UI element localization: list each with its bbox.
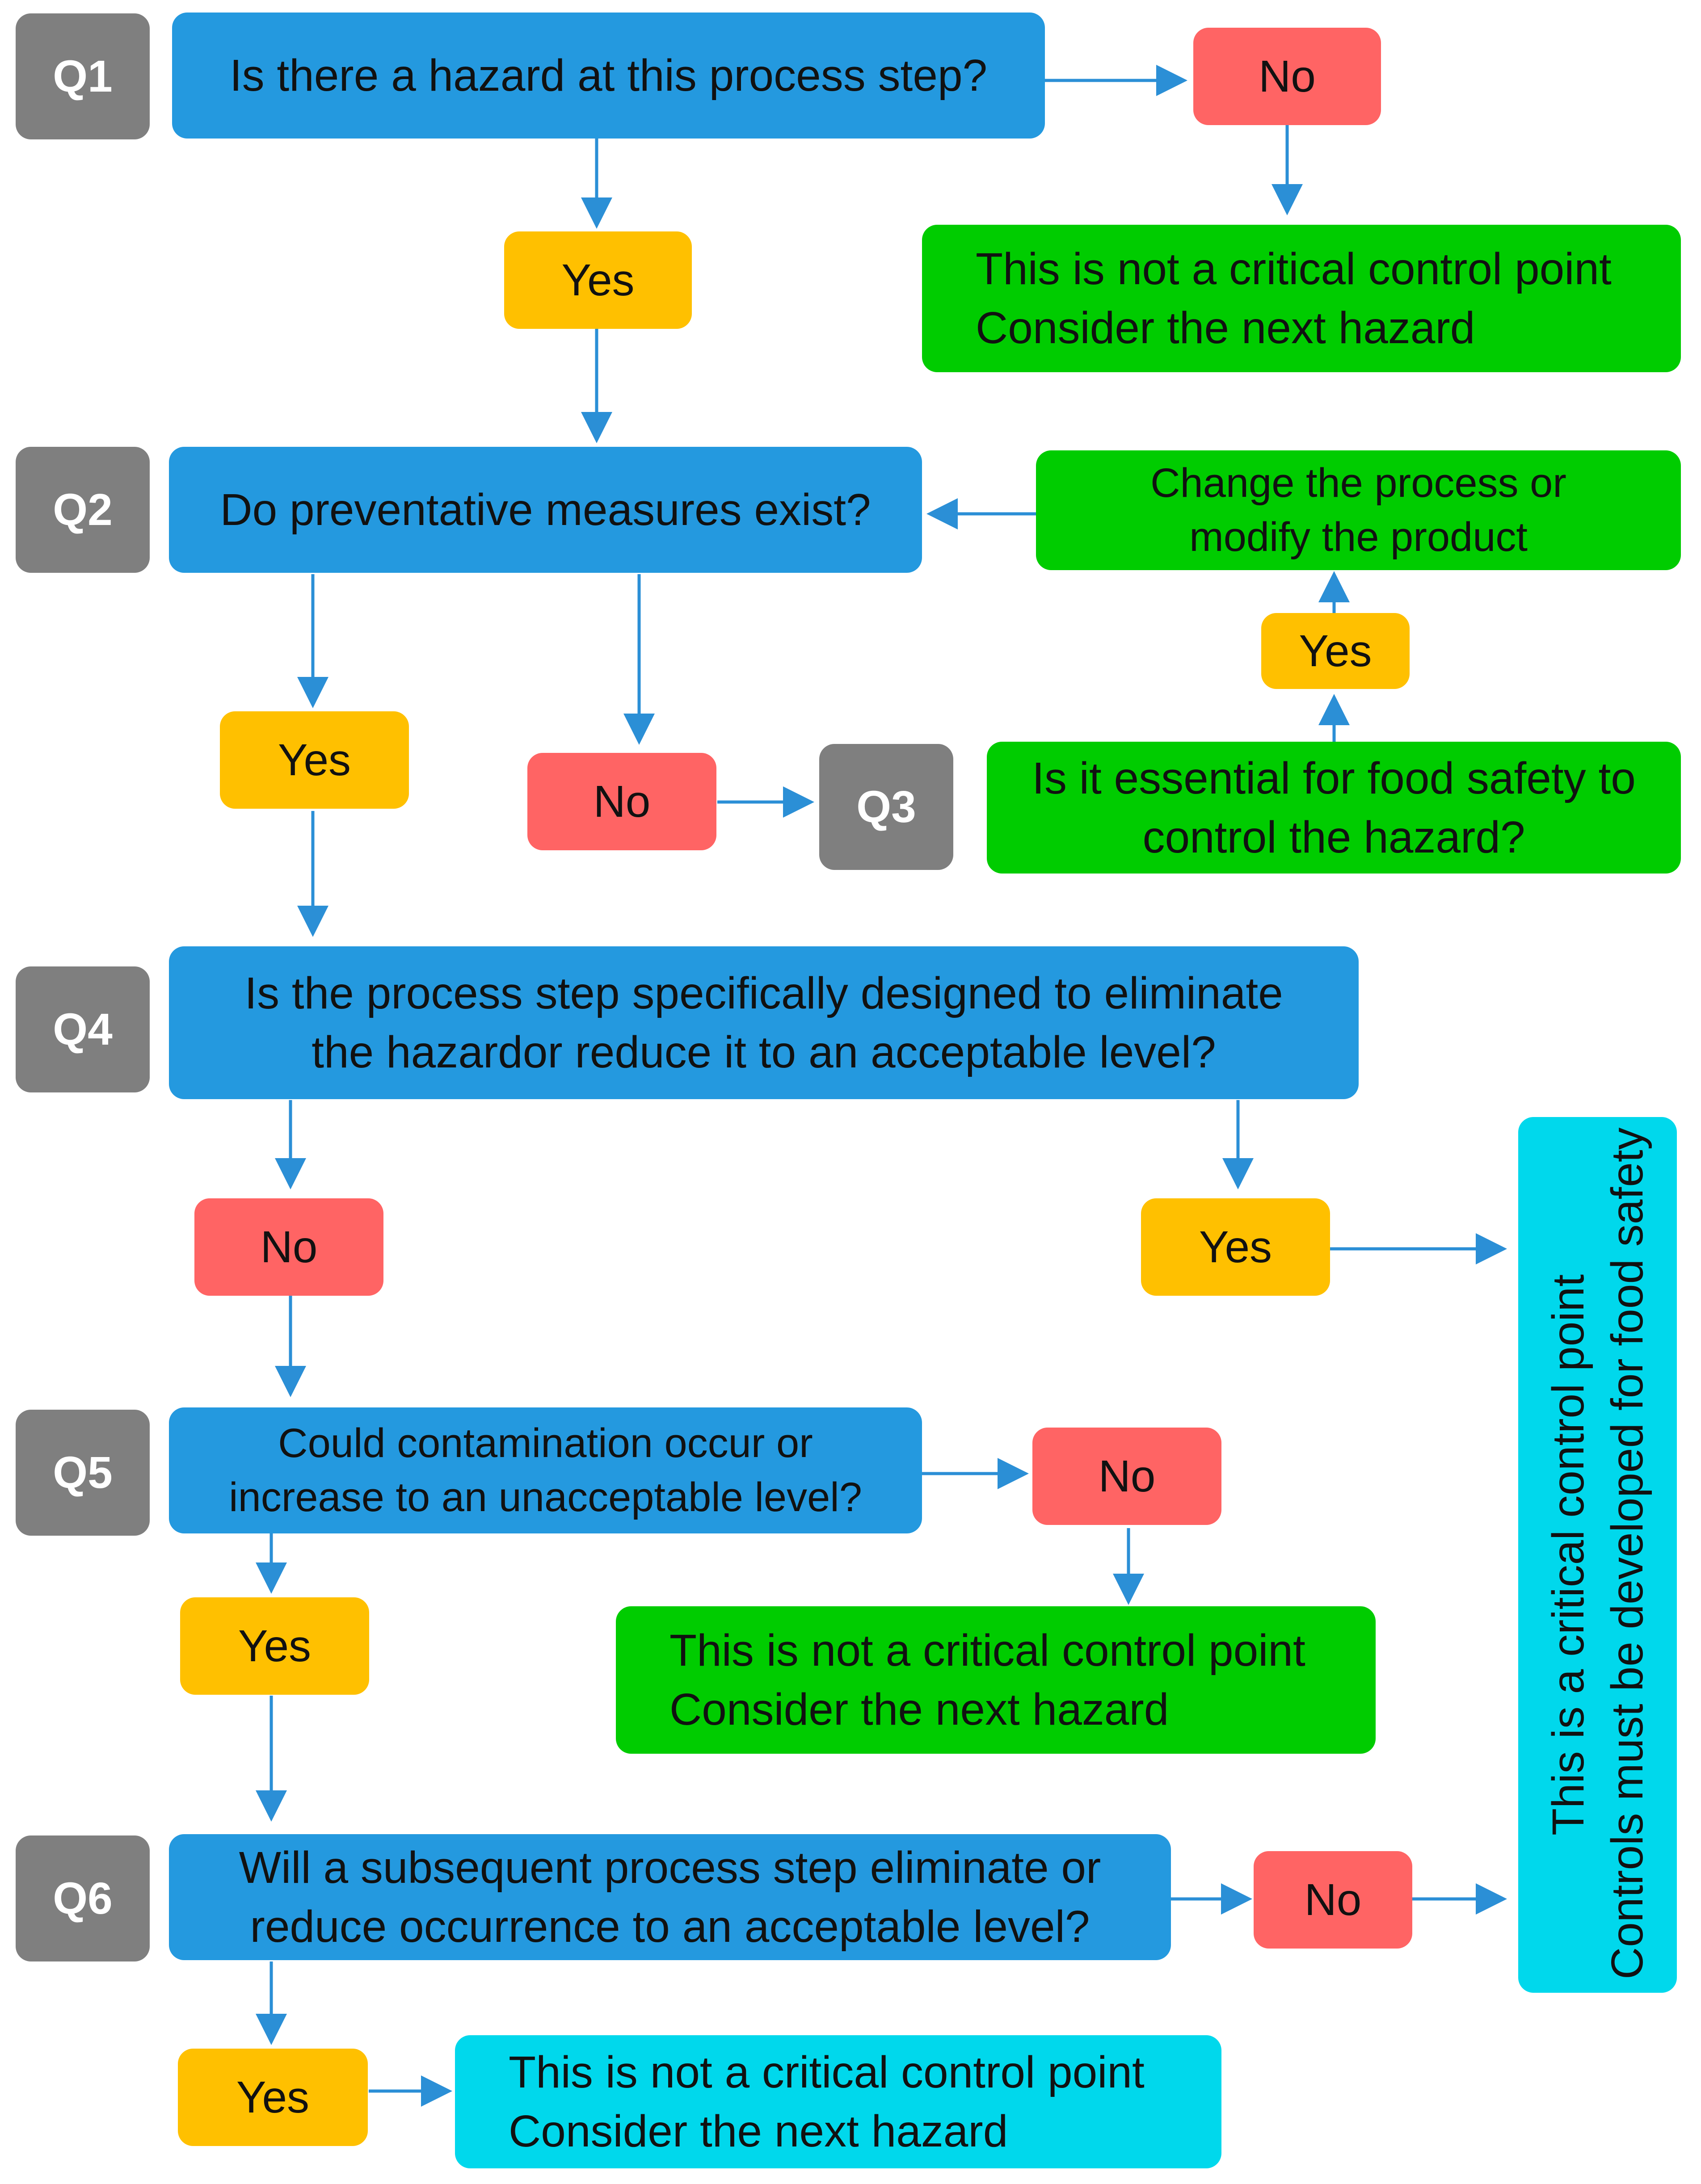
q6-yes: Yes [178, 2049, 368, 2146]
q5-question: Could contamination occur or increase to… [169, 1407, 922, 1533]
outcome-line-2: Consider the next hazard [669, 1684, 1169, 1735]
q6-no: No [1254, 1851, 1412, 1949]
ccp-line-1: This is a critical control point [1543, 1274, 1593, 1836]
q1-label: Q1 [16, 13, 150, 139]
q2-label: Q2 [16, 447, 150, 573]
q5-label: Q5 [16, 1410, 150, 1536]
outcome-line-1: This is not a critical control point [509, 2047, 1145, 2097]
q6-label: Q6 [16, 1835, 150, 1961]
q4-no: No [194, 1198, 383, 1296]
q3-question: Is it essential for food safety to contr… [987, 742, 1681, 874]
q2-yes: Yes [220, 711, 409, 809]
outcome-line-1: This is not a critical control point [976, 244, 1612, 294]
q6-not-ccp-outcome: This is not a critical control point Con… [455, 2035, 1221, 2168]
ccp-outcome: This is a critical control point Control… [1518, 1117, 1677, 1993]
q4-yes: Yes [1141, 1198, 1330, 1296]
q4-label: Q4 [16, 966, 150, 1092]
q1-not-ccp-outcome: This is not a critical control point Con… [922, 225, 1681, 372]
q5-no: No [1032, 1428, 1221, 1525]
modify-process-outcome: Change the process or modify the product [1036, 450, 1681, 570]
q6-question: Will a subsequent process step eliminate… [169, 1834, 1171, 1960]
q1-no: No [1193, 28, 1381, 125]
q1-yes: Yes [504, 231, 692, 329]
outcome-line-2: Consider the next hazard [976, 303, 1475, 353]
outcome-line-1: This is not a critical control point [669, 1625, 1305, 1676]
q4-question: Is the process step specifically designe… [169, 946, 1359, 1099]
q2-no: No [527, 753, 716, 850]
outcome-line-2: Consider the next hazard [509, 2106, 1008, 2156]
q3-label: Q3 [819, 744, 953, 870]
q5-yes: Yes [180, 1597, 369, 1695]
q5-not-ccp-outcome: This is not a critical control point Con… [616, 1606, 1376, 1754]
q2-question: Do preventative measures exist? [169, 447, 922, 573]
q1-question: Is there a hazard at this process step? [172, 13, 1045, 139]
q3-yes: Yes [1261, 613, 1410, 689]
ccp-line-2: Controls must be developed for food safe… [1602, 1127, 1652, 1979]
